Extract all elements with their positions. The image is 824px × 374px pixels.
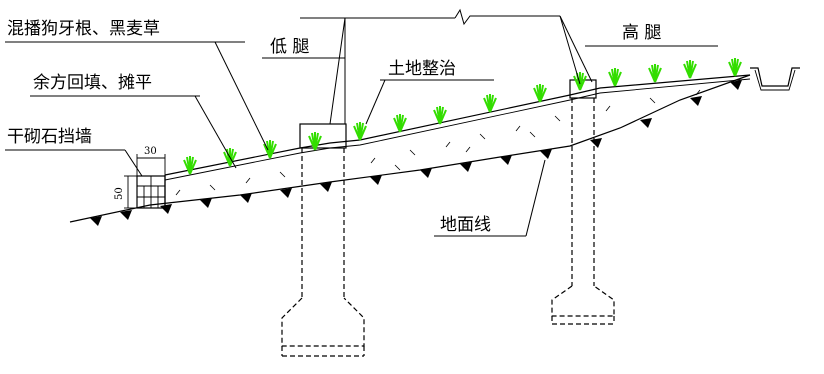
hatch-mark [590,138,602,148]
texture-stroke [409,149,416,156]
grass-tuft [263,140,277,159]
grass-tuft [683,60,697,79]
wall-width-value: 30 [144,146,157,157]
label-backfill: 余方回填、摊平 [33,73,152,93]
leader-grass-tip [214,41,269,151]
hatch-mark [730,80,742,90]
label-ground-line: 地面线 [440,215,491,235]
texture-stroke [479,133,486,140]
hatch-mark [420,168,432,178]
grass-tuft [483,94,497,113]
leader-land-leveling-tip [365,79,386,125]
leg-callout-lines [300,8,593,125]
leader-backfill-tip [194,95,237,169]
hatch-mark [640,118,652,128]
grass-tuft [533,84,547,103]
texture-stroke [529,131,536,138]
high-leg-foundation [551,79,615,325]
grass-tuft [433,106,447,125]
texture-stroke [175,189,181,196]
label-dry-stone-wall: 干砌石挡墙 [7,127,92,147]
grass-tuft [183,156,197,175]
grass-tuft [728,58,742,77]
texture-stroke [695,89,701,96]
texture-stroke [370,157,376,164]
fill-texture [175,89,701,196]
hatch-mark [90,216,102,226]
hatch-mark [160,204,172,214]
texture-stroke [209,184,216,191]
dimension-wall-width: 30 [136,146,166,176]
grass-tuft [308,132,322,151]
fill-top-surface [164,74,751,176]
grass-tuft [353,122,367,141]
texture-stroke [279,171,286,178]
hatch-mark [370,175,382,185]
texture-stroke [515,125,521,132]
label-high-leg: 高 腿 [622,23,661,43]
label-grass-mix: 混播狗牙根、黑麦草 [7,19,160,39]
ground-hatch [90,80,742,226]
hatch-mark [690,96,702,106]
label-low-leg: 低 腿 [270,37,309,57]
dry-stone-wall [136,175,166,209]
hatch-mark [500,155,512,165]
hatch-mark [540,149,552,159]
wall-height-value: 50 [114,187,125,200]
label-land-leveling: 土地整治 [388,59,456,79]
texture-stroke [554,115,561,122]
grass-tuft [608,68,622,87]
hatch-mark [240,193,252,203]
leader-wall-tip [124,149,143,177]
grass-tuft [393,114,407,133]
leader-ground-line-tip [525,159,546,237]
hatch-mark [120,210,132,220]
grass-tuft [573,72,587,91]
texture-stroke [445,141,451,148]
grass-tufts [183,58,742,175]
fill-top-surface-inner [164,78,751,181]
dimension-wall-height: 50 [114,175,137,209]
low-leg-foundation [281,123,365,357]
hatch-mark [200,198,212,208]
texture-stroke [465,146,471,153]
ground-line [69,74,751,223]
hatch-mark [320,182,332,192]
grass-tuft [648,64,662,83]
texture-stroke [245,177,251,184]
texture-stroke [649,97,656,104]
texture-stroke [394,164,401,171]
drainage-ditch [750,67,800,91]
hatch-mark [280,188,292,198]
hatch-mark [460,162,472,172]
texture-stroke [605,105,611,112]
